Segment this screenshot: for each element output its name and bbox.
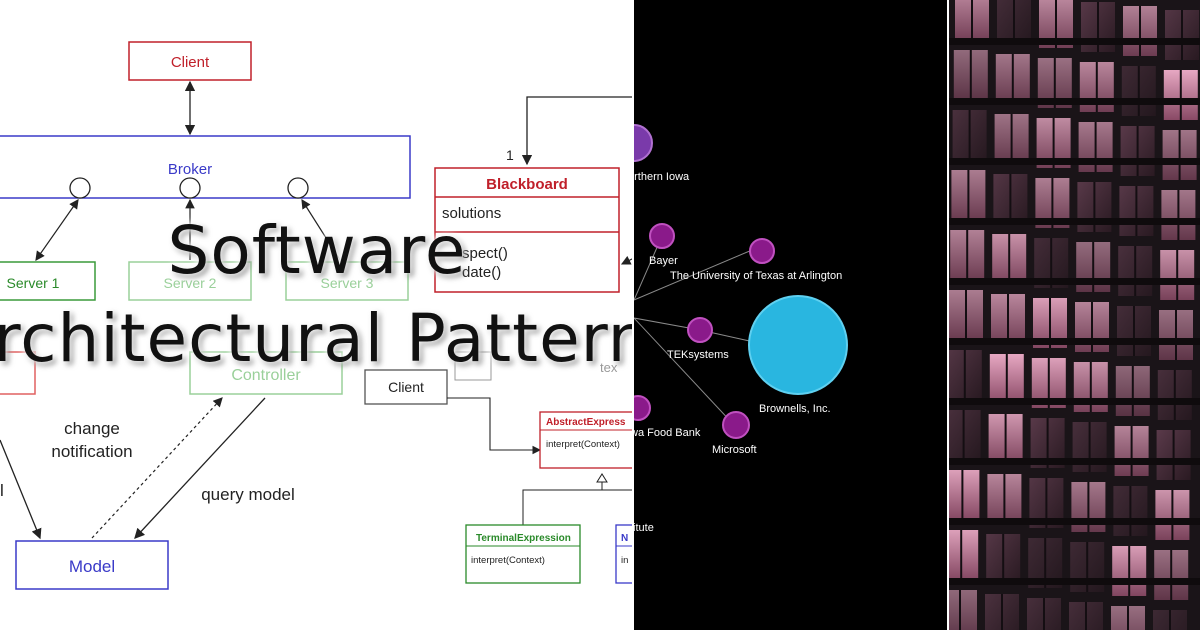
broker-port-1 xyxy=(69,177,91,199)
interp-client-box xyxy=(364,369,448,405)
inheritance-arrowhead xyxy=(596,473,608,483)
controller-model-query xyxy=(134,397,266,539)
client-expression-link xyxy=(447,397,542,455)
blackboard-title: Blackboard xyxy=(486,176,568,193)
server3-link xyxy=(301,198,341,261)
bayer-node[interactable] xyxy=(649,223,675,249)
view-box xyxy=(0,351,36,395)
facade-window xyxy=(949,530,979,580)
brownells-node[interactable] xyxy=(748,295,848,395)
broker-box xyxy=(0,135,411,199)
broker-label: Broker xyxy=(168,161,212,178)
server2-label: Server 2 xyxy=(164,275,217,291)
teksystems-node[interactable] xyxy=(687,317,713,343)
facade-window xyxy=(949,590,977,630)
floor-slab xyxy=(949,338,1200,345)
broker-port-2 xyxy=(179,177,201,199)
diagram-panel: Client Broker Server 1 Server 2 Server 3… xyxy=(0,0,634,630)
title-line-2: rchitectural Pattern xyxy=(0,300,634,377)
terminal-expression-method: interpret(Context) xyxy=(471,555,545,566)
server1-box xyxy=(0,261,96,301)
nonterminal-expression-box xyxy=(615,524,634,584)
brownells-label: Brownells, Inc. xyxy=(759,403,831,415)
floor-slab xyxy=(949,278,1200,285)
broker-port-3 xyxy=(287,177,309,199)
northern-iowa-node[interactable] xyxy=(634,124,653,162)
floor-slab xyxy=(949,398,1200,405)
floor-slab xyxy=(949,98,1200,105)
floor-slab xyxy=(949,218,1200,225)
abstract-expression-method: interpret(Context) xyxy=(546,439,620,450)
facade-windows xyxy=(949,0,1200,630)
floor-slab xyxy=(949,158,1200,165)
microsoft-label: Microsoft xyxy=(712,444,757,456)
change-label: change xyxy=(64,419,120,438)
interp-client-label: Client xyxy=(388,379,424,395)
edge-letter-label: l xyxy=(0,481,4,500)
facade-window xyxy=(949,410,981,460)
client-box xyxy=(128,41,252,81)
abstract-expression-box xyxy=(539,411,634,469)
multiplicity-label: 1 xyxy=(506,147,514,163)
floor-slab xyxy=(949,578,1200,585)
query-model-label: query model xyxy=(201,485,295,504)
blackboard-method-2: date() xyxy=(462,264,501,281)
title-line-1: Software xyxy=(167,212,467,289)
model-box xyxy=(15,540,169,590)
bayer-label: Bayer xyxy=(649,255,678,267)
building-facade xyxy=(949,0,1200,630)
terminal-expression-box xyxy=(465,524,581,584)
floor-slab xyxy=(949,518,1200,525)
abstract-expression-title: AbstractExpress xyxy=(546,417,626,428)
blackboard-attribute: solutions xyxy=(442,205,501,222)
divider-right xyxy=(947,0,950,630)
uta-node[interactable] xyxy=(749,238,775,264)
floor-slab xyxy=(949,458,1200,465)
microsoft-node[interactable] xyxy=(722,411,750,439)
divider-left xyxy=(632,0,635,630)
nonterminal-expression-title: N xyxy=(621,533,628,544)
controller-label: Controller xyxy=(231,367,301,384)
server1-label: Server 1 xyxy=(7,275,60,291)
edge-microsoft xyxy=(634,317,735,426)
uta-label: The University of Texas at Arlington xyxy=(670,270,842,282)
network-graph: orthern Iowa Bayer The University of Tex… xyxy=(634,124,848,534)
terminal-expression-title: TerminalExpression xyxy=(476,533,571,544)
context-box xyxy=(454,351,492,381)
teksystems-label: TEKsystems xyxy=(667,349,729,361)
blackboard-method-1: spect() xyxy=(462,245,508,262)
floor-slab xyxy=(949,38,1200,45)
architecture-diagrams: Client Broker Server 1 Server 2 Server 3… xyxy=(0,41,634,590)
server1-link xyxy=(35,199,79,261)
view-model-link xyxy=(0,439,42,540)
network-panel: orthern Iowa Bayer The University of Tex… xyxy=(634,0,949,630)
building-photo xyxy=(949,0,1200,630)
northern-iowa-label: orthern Iowa xyxy=(634,171,690,183)
facade-window xyxy=(949,470,980,520)
server3-box xyxy=(285,261,409,301)
food-bank-label: wa Food Bank xyxy=(634,427,701,439)
client-label: Client xyxy=(171,54,210,71)
blackboard-loop xyxy=(521,96,634,166)
food-bank-node[interactable] xyxy=(634,395,651,421)
context-partial-label: tex xyxy=(600,360,618,375)
model-controller-notify xyxy=(91,397,223,539)
network-edges xyxy=(634,235,755,426)
edge-uta xyxy=(634,249,753,301)
blackboard-box xyxy=(434,167,620,293)
server3-label: Server 3 xyxy=(321,275,374,291)
model-label: Model xyxy=(69,557,115,576)
controller-box xyxy=(189,351,343,395)
server2-box xyxy=(128,261,252,301)
notification-label: notification xyxy=(51,442,132,461)
inheritance-line xyxy=(522,489,634,525)
nonterminal-expression-method: in xyxy=(621,555,628,566)
